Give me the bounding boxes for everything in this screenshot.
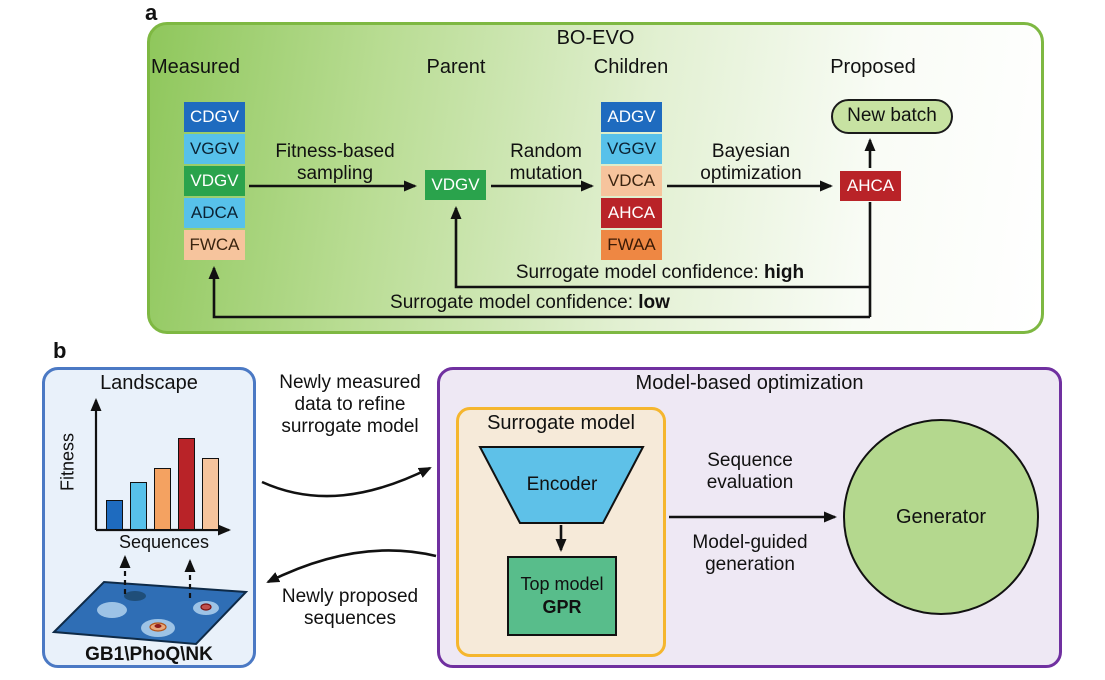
arrow-label-bayesian-optimization: Bayesian optimization [700, 141, 802, 184]
landscape-caption: GB1\PhoQ\NK [85, 644, 213, 665]
children-stack: ADGV VGGV VDCA AHCA FWAA [601, 102, 662, 260]
generator-circle: Generator [843, 419, 1039, 615]
new-batch-pill: New batch [831, 99, 953, 134]
landscape-bar-2 [130, 482, 147, 530]
confidence-low-label: Surrogate model confidence: low [350, 292, 710, 314]
confidence-low-value: low [638, 292, 670, 313]
sequence-chip: AHCA [601, 198, 662, 228]
arrow-newly-measured [261, 466, 432, 498]
sequence-chip: VDGV [184, 166, 245, 196]
column-header-measured: Measured [151, 56, 240, 78]
encoder-label: Encoder [526, 474, 598, 495]
confidence-high-prefix: Surrogate model confidence: [515, 262, 765, 283]
confidence-high-label: Surrogate model confidence: high [480, 262, 840, 284]
panel-a-label: a [145, 0, 158, 25]
flow-label-newly-proposed: Newly proposed sequences [281, 586, 419, 629]
panel-a-title: BO-EVO [556, 27, 635, 49]
sequence-chip: VGGV [184, 134, 245, 164]
arrow-label-sequence-evaluation: Sequence evaluation [706, 450, 794, 493]
fitness-axis-label: Fitness [57, 432, 78, 492]
sequence-chip: VDCA [601, 166, 662, 196]
confidence-low-prefix: Surrogate model confidence: [390, 292, 639, 313]
top-model-line2: GPR [542, 597, 582, 617]
landscape-box [42, 367, 256, 668]
landscape-title: Landscape [100, 372, 198, 394]
confidence-high-value: high [764, 262, 805, 283]
top-model-line1: Top model [520, 574, 604, 594]
sequence-chip: VGGV [601, 134, 662, 164]
parent-sequence-chip: VDGV [425, 170, 486, 200]
arrow-label-fitness-sampling: Fitness-based sampling [275, 141, 395, 184]
proposed-sequence-chip: AHCA [840, 171, 901, 201]
landscape-bar-3 [154, 468, 171, 530]
sequences-axis-label: Sequences [118, 532, 210, 552]
sequence-chip: FWCA [184, 230, 245, 260]
landscape-bar-4 [178, 438, 195, 530]
arrow-label-model-guided-generation: Model-guided generation [692, 532, 808, 575]
flow-label-newly-measured: Newly measured data to refine surrogate … [279, 372, 421, 437]
panel-b-label: b [53, 338, 67, 363]
column-header-parent: Parent [426, 56, 486, 78]
column-header-proposed: Proposed [830, 56, 916, 78]
sequence-chip: FWAA [601, 230, 662, 260]
generator-label: Generator [895, 505, 987, 528]
model-optimization-title: Model-based optimization [635, 372, 864, 394]
column-header-children: Children [593, 56, 669, 78]
arrow-newly-proposed [266, 549, 437, 584]
arrow-label-random-mutation: Random mutation [509, 141, 583, 184]
sequence-chip: CDGV [184, 102, 245, 132]
measured-stack: CDGV VGGV VDGV ADCA FWCA [184, 102, 245, 260]
surrogate-model-title: Surrogate model [487, 412, 635, 434]
landscape-bar-1 [106, 500, 123, 530]
sequence-chip: ADGV [601, 102, 662, 132]
top-model-box: Top model GPR [507, 556, 617, 636]
landscape-bar-5 [202, 458, 219, 530]
sequence-chip: ADCA [184, 198, 245, 228]
